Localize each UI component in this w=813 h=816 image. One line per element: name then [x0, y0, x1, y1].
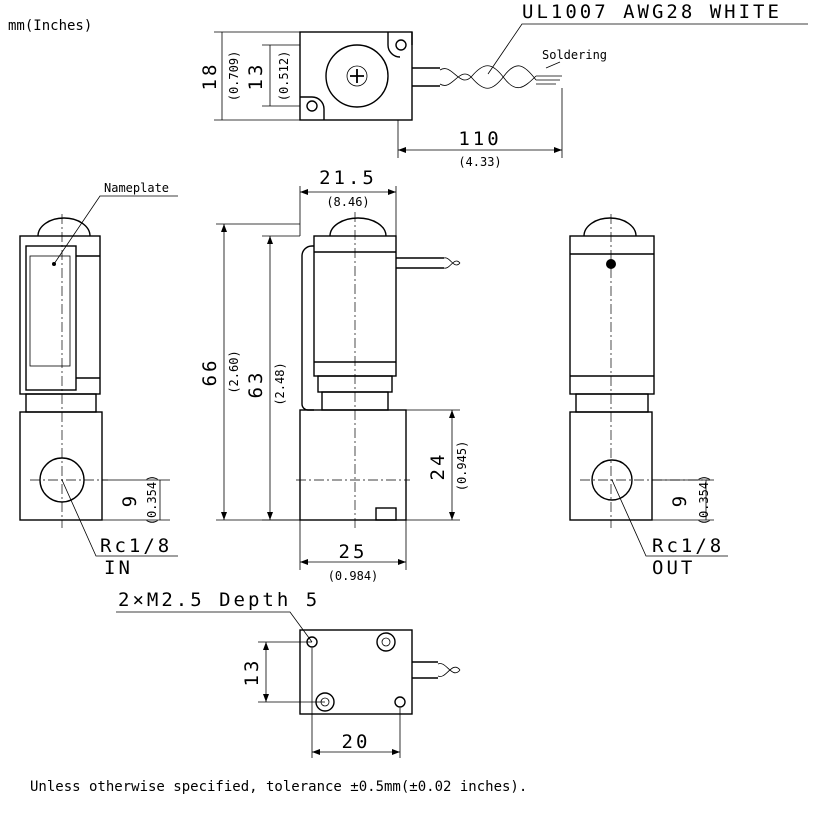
front-view-base [299, 409, 407, 521]
base-width-mm: 25 [339, 541, 368, 563]
left-side-view [19, 195, 178, 557]
in-port-leader [61, 479, 178, 557]
left-view-nameplate [29, 255, 71, 367]
top-view-coil-cap [325, 44, 389, 108]
port-height-left-in: (0.354) [145, 475, 159, 526]
base-height-in: (0.945) [455, 441, 469, 492]
port-height-left-mm: 9 [119, 493, 141, 507]
soldering-leader [545, 61, 561, 69]
dim-top-height [214, 31, 300, 121]
wire-label-leader [487, 23, 808, 75]
front-view-side-cover [301, 245, 314, 411]
nameplate-leader [53, 195, 178, 265]
dim-lead-length [397, 88, 563, 158]
soldering-label: Soldering [542, 48, 607, 62]
mount-leader [116, 611, 313, 643]
in-label: IN [104, 557, 133, 579]
left-view-base [19, 411, 103, 521]
lead-length-mm: 110 [458, 128, 501, 150]
lead-length-in: (4.33) [458, 155, 501, 169]
bottom-hole-h-mm: 20 [342, 731, 371, 753]
top-view-corner [300, 96, 325, 120]
dim-port-height-left [102, 479, 170, 521]
bottom-view-wire-sleeve [412, 661, 438, 679]
dim-base-width [299, 520, 407, 570]
tolerance-note: Unless otherwise specified, tolerance ±0… [30, 779, 527, 795]
dim-body-height [262, 235, 300, 521]
base-width-in: (0.984) [328, 569, 379, 583]
left-view-nameplate-frame [25, 245, 77, 391]
right-view-port [591, 459, 633, 501]
top-view-wire-ends [536, 75, 562, 85]
front-view-bottom-tab [375, 507, 397, 521]
nameplate-label: Nameplate [104, 181, 169, 195]
front-view [216, 186, 461, 570]
top-view-mount-hole-1 [395, 39, 407, 51]
top-view-twisted-wire [439, 65, 537, 89]
out-port-leader [611, 479, 728, 557]
body-height-mm: 63 [245, 370, 267, 399]
top-hole-mm: 13 [245, 62, 267, 91]
width-mm: 21.5 [319, 167, 377, 189]
dim-bottom-hole-v [258, 641, 325, 703]
top-view-body [299, 31, 413, 121]
front-view-cap [329, 217, 387, 237]
dim-port-height-right [652, 479, 714, 521]
top-view-mount-hole-2 [306, 100, 318, 112]
bottom-view-body [299, 629, 413, 715]
dim-width [299, 186, 397, 236]
out-label: OUT [652, 557, 695, 579]
bottom-view [116, 611, 461, 758]
width-in: (8.46) [326, 195, 369, 209]
top-view-screw-cross [350, 69, 364, 83]
dim-base-height [406, 409, 460, 521]
port-height-right-in: (0.354) [697, 475, 711, 526]
top-view-corner-2 [387, 32, 413, 58]
dim-bottom-hole-h [311, 648, 401, 758]
front-view-wire-sleeve [396, 257, 444, 269]
right-view-centerlines [580, 214, 710, 528]
in-thread: Rc1/8 [100, 535, 172, 557]
top-height-in: (0.709) [227, 51, 241, 102]
left-view-coil-lines [76, 255, 100, 379]
body-height-in: (2.48) [273, 362, 287, 405]
wire-label: UL1007 AWG28 WHITE [522, 1, 782, 23]
top-view: 18 (0.709) 13 (0.512) 110 (4.33) [199, 23, 808, 169]
right-view-coil-lines [570, 253, 654, 377]
bottom-view-hole-large-1 [376, 632, 396, 652]
dim-top-hole [262, 44, 300, 107]
units-label: mm(Inches) [8, 18, 92, 34]
bottom-hole-v-mm: 13 [241, 658, 263, 687]
top-hole-in: (0.512) [277, 51, 291, 102]
left-view-centerlines [30, 214, 108, 528]
front-view-wire [443, 257, 461, 269]
front-view-centerlines [296, 212, 410, 530]
total-height-mm: 66 [199, 358, 221, 387]
top-view-wire-sleeve [412, 67, 440, 87]
top-view-screw [346, 65, 368, 87]
top-height-mm: 18 [199, 62, 221, 91]
right-view-neck [575, 393, 649, 413]
right-view-cap [583, 217, 637, 237]
right-side-view [569, 214, 728, 557]
left-view-coil [19, 235, 101, 395]
total-height-in: (2.60) [227, 350, 241, 393]
bottom-view-hole-small-2 [394, 696, 406, 708]
left-view-cap [37, 217, 91, 237]
left-view-neck [25, 393, 97, 413]
out-thread: Rc1/8 [652, 535, 724, 557]
bottom-view-wire [437, 663, 461, 677]
port-height-right-mm: 9 [669, 493, 691, 507]
base-height-mm: 24 [427, 452, 449, 481]
mount-label: 2×M2.5 Depth 5 [118, 589, 320, 611]
